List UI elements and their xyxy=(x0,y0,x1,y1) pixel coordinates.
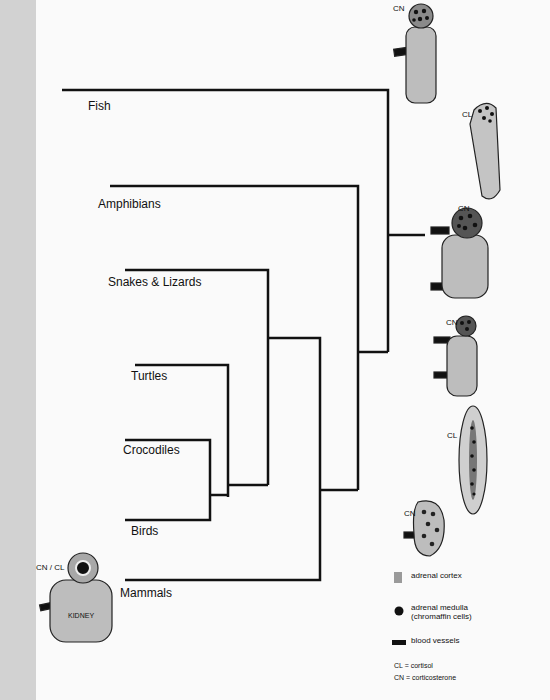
hormone-label: CL xyxy=(447,431,457,440)
amniote-join xyxy=(320,489,358,492)
cortex-tissue xyxy=(414,501,445,556)
hormone-label: CN xyxy=(393,4,405,13)
tree-branches xyxy=(62,90,425,580)
legend-samples xyxy=(395,607,404,616)
kidney-shape xyxy=(50,580,112,642)
chromaffin-cluster xyxy=(409,4,433,28)
taxon-label: Amphibians xyxy=(98,198,161,212)
legend-text: blood vessels xyxy=(411,636,459,645)
turtle-branch xyxy=(135,365,228,497)
hormone-label: CL xyxy=(462,110,472,119)
legend-swatch xyxy=(394,572,402,583)
tetrapod-join xyxy=(358,351,388,354)
mammal-branch xyxy=(125,338,320,580)
root-stub xyxy=(388,234,425,237)
archosaur-join xyxy=(210,494,228,497)
screen-edge xyxy=(0,0,36,700)
legend-swatch xyxy=(392,640,406,645)
cortex-tissue xyxy=(406,27,436,103)
fish-adrenal-cl xyxy=(470,103,500,198)
taxon-label: Mammals xyxy=(120,587,172,601)
legend-text: adrenal cortex xyxy=(411,571,462,580)
cortex-tissue xyxy=(459,406,487,514)
taxon-label: Birds xyxy=(131,525,158,539)
hormone-label: CN / CL xyxy=(36,563,64,572)
hormone-label: CN xyxy=(458,204,470,213)
cortex-tissue xyxy=(442,235,488,298)
squamate-adrenal xyxy=(434,316,477,396)
cortex-tissue xyxy=(470,103,500,198)
bird-adrenal xyxy=(404,501,444,556)
fish-adrenal-cn xyxy=(394,4,436,103)
cortex-tissue xyxy=(447,336,477,396)
legend-text: CN = corticosterone xyxy=(394,674,456,682)
adrenal-medulla xyxy=(76,561,90,575)
reptile-join xyxy=(228,484,268,487)
taxon-label: Turtles xyxy=(131,370,167,384)
organ-label: KIDNEY xyxy=(68,612,94,620)
legend-text: adrenal medulla (chromaffin cells) xyxy=(411,603,501,621)
hormone-label: CN xyxy=(446,318,458,327)
chromaffin-cluster xyxy=(456,316,476,336)
medulla-sample xyxy=(395,607,404,616)
crocodile-adrenal xyxy=(459,406,487,514)
adrenal-cortex xyxy=(68,553,98,583)
hormone-label: CN xyxy=(404,509,416,518)
amphibian-adrenal xyxy=(431,208,488,298)
fish-branch xyxy=(62,90,388,352)
taxon-label: Crocodiles xyxy=(123,444,180,458)
taxon-label: Fish xyxy=(88,100,111,114)
chromaffin-core xyxy=(469,420,477,500)
taxon-label: Snakes & Lizards xyxy=(108,276,201,290)
legend-text: CL = cortisol xyxy=(394,662,433,670)
blood-vessel xyxy=(431,227,449,234)
